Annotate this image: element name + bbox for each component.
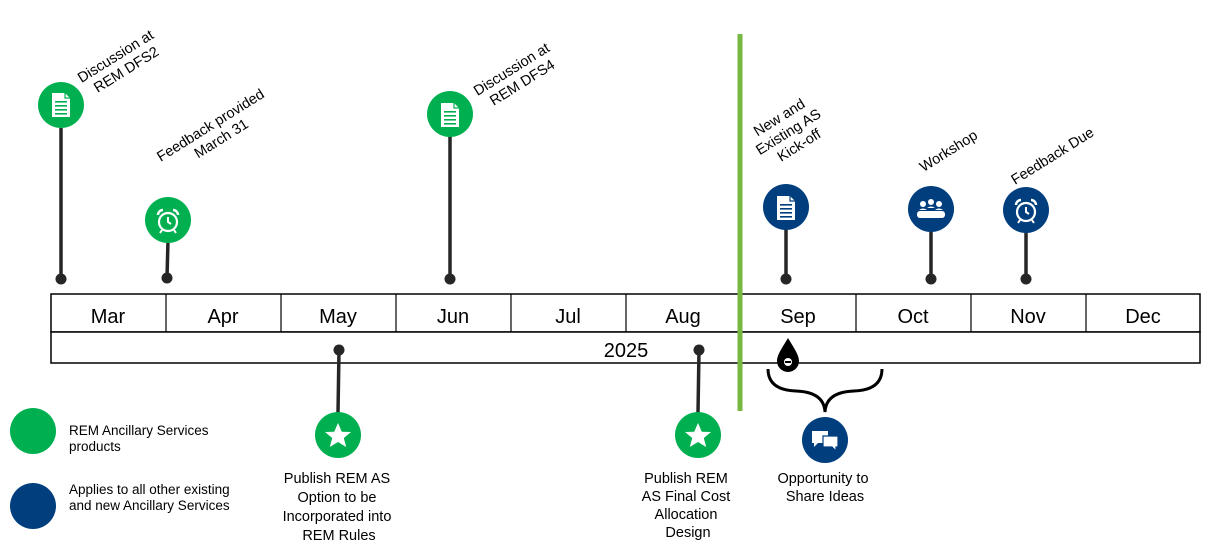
- event-label: Opportunity to Share Ideas: [777, 471, 872, 505]
- event-publish-option: Publish REM AS Option to be Incorporated…: [283, 344, 396, 544]
- year-label: 2025: [604, 340, 649, 362]
- document-icon: [777, 196, 795, 220]
- month-sep: Sep: [780, 306, 816, 328]
- month-jun: Jun: [437, 306, 469, 328]
- legend-label: REM Ancillary Services products: [69, 423, 212, 454]
- event-feedback-due: Feedback Due: [1003, 125, 1097, 285]
- event-label: Discussion at REM DFS4: [471, 38, 565, 114]
- event-workshop: Workshop: [908, 128, 981, 285]
- star-icon: [685, 423, 711, 447]
- event-kickoff: New and Existing AS Kick-off: [744, 90, 836, 285]
- event-label: Feedback Due: [1009, 125, 1097, 189]
- meeting-icon: [917, 199, 945, 218]
- legend-swatch-blue: [10, 483, 56, 529]
- month-mar: Mar: [91, 306, 126, 328]
- event-discussion-dfs4: Discussion at REM DFS4: [427, 38, 565, 285]
- legend-item-other: Applies to all other existing and new An…: [10, 482, 233, 529]
- legend-item-rem: REM Ancillary Services products: [10, 408, 212, 454]
- chat-bubbles-icon: [812, 431, 839, 453]
- event-label: Discussion at REM DFS2: [75, 25, 169, 101]
- event-discussion-dfs2: Discussion at REM DFS2: [38, 25, 169, 285]
- alarm-clock-icon: [1014, 198, 1038, 224]
- alarm-clock-icon: [156, 208, 180, 234]
- event-feedback-march-31: Feedback provided March 31: [145, 84, 279, 284]
- event-label: New and Existing AS Kick-off: [744, 90, 836, 173]
- document-icon: [52, 93, 70, 117]
- range-brace: [766, 368, 884, 413]
- event-share-ideas: Opportunity to Share Ideas: [766, 338, 884, 505]
- legend: REM Ancillary Services products Applies …: [10, 408, 233, 529]
- month-aug: Aug: [665, 306, 701, 328]
- event-publish-final-design: Publish REM AS Final Cost Allocation Des…: [642, 344, 735, 541]
- document-icon: [441, 103, 459, 127]
- legend-swatch-green: [10, 408, 56, 454]
- month-dec: Dec: [1125, 306, 1161, 328]
- legend-label: Applies to all other existing and new An…: [69, 482, 233, 513]
- month-may: May: [319, 306, 357, 328]
- star-icon: [325, 423, 351, 447]
- event-label: Publish REM AS Option to be Incorporated…: [283, 471, 396, 544]
- event-label: Workshop: [917, 128, 981, 176]
- month-jul: Jul: [555, 306, 581, 328]
- event-label: Feedback provided March 31: [154, 84, 279, 179]
- month-nov: Nov: [1010, 306, 1046, 328]
- drop-marker-icon: [777, 338, 799, 372]
- event-label: Publish REM AS Final Cost Allocation Des…: [642, 471, 735, 541]
- month-oct: Oct: [897, 306, 929, 328]
- month-axis: Mar Apr May Jun Jul Aug Sep Oct Nov Dec …: [50, 293, 1201, 364]
- month-apr: Apr: [207, 306, 238, 328]
